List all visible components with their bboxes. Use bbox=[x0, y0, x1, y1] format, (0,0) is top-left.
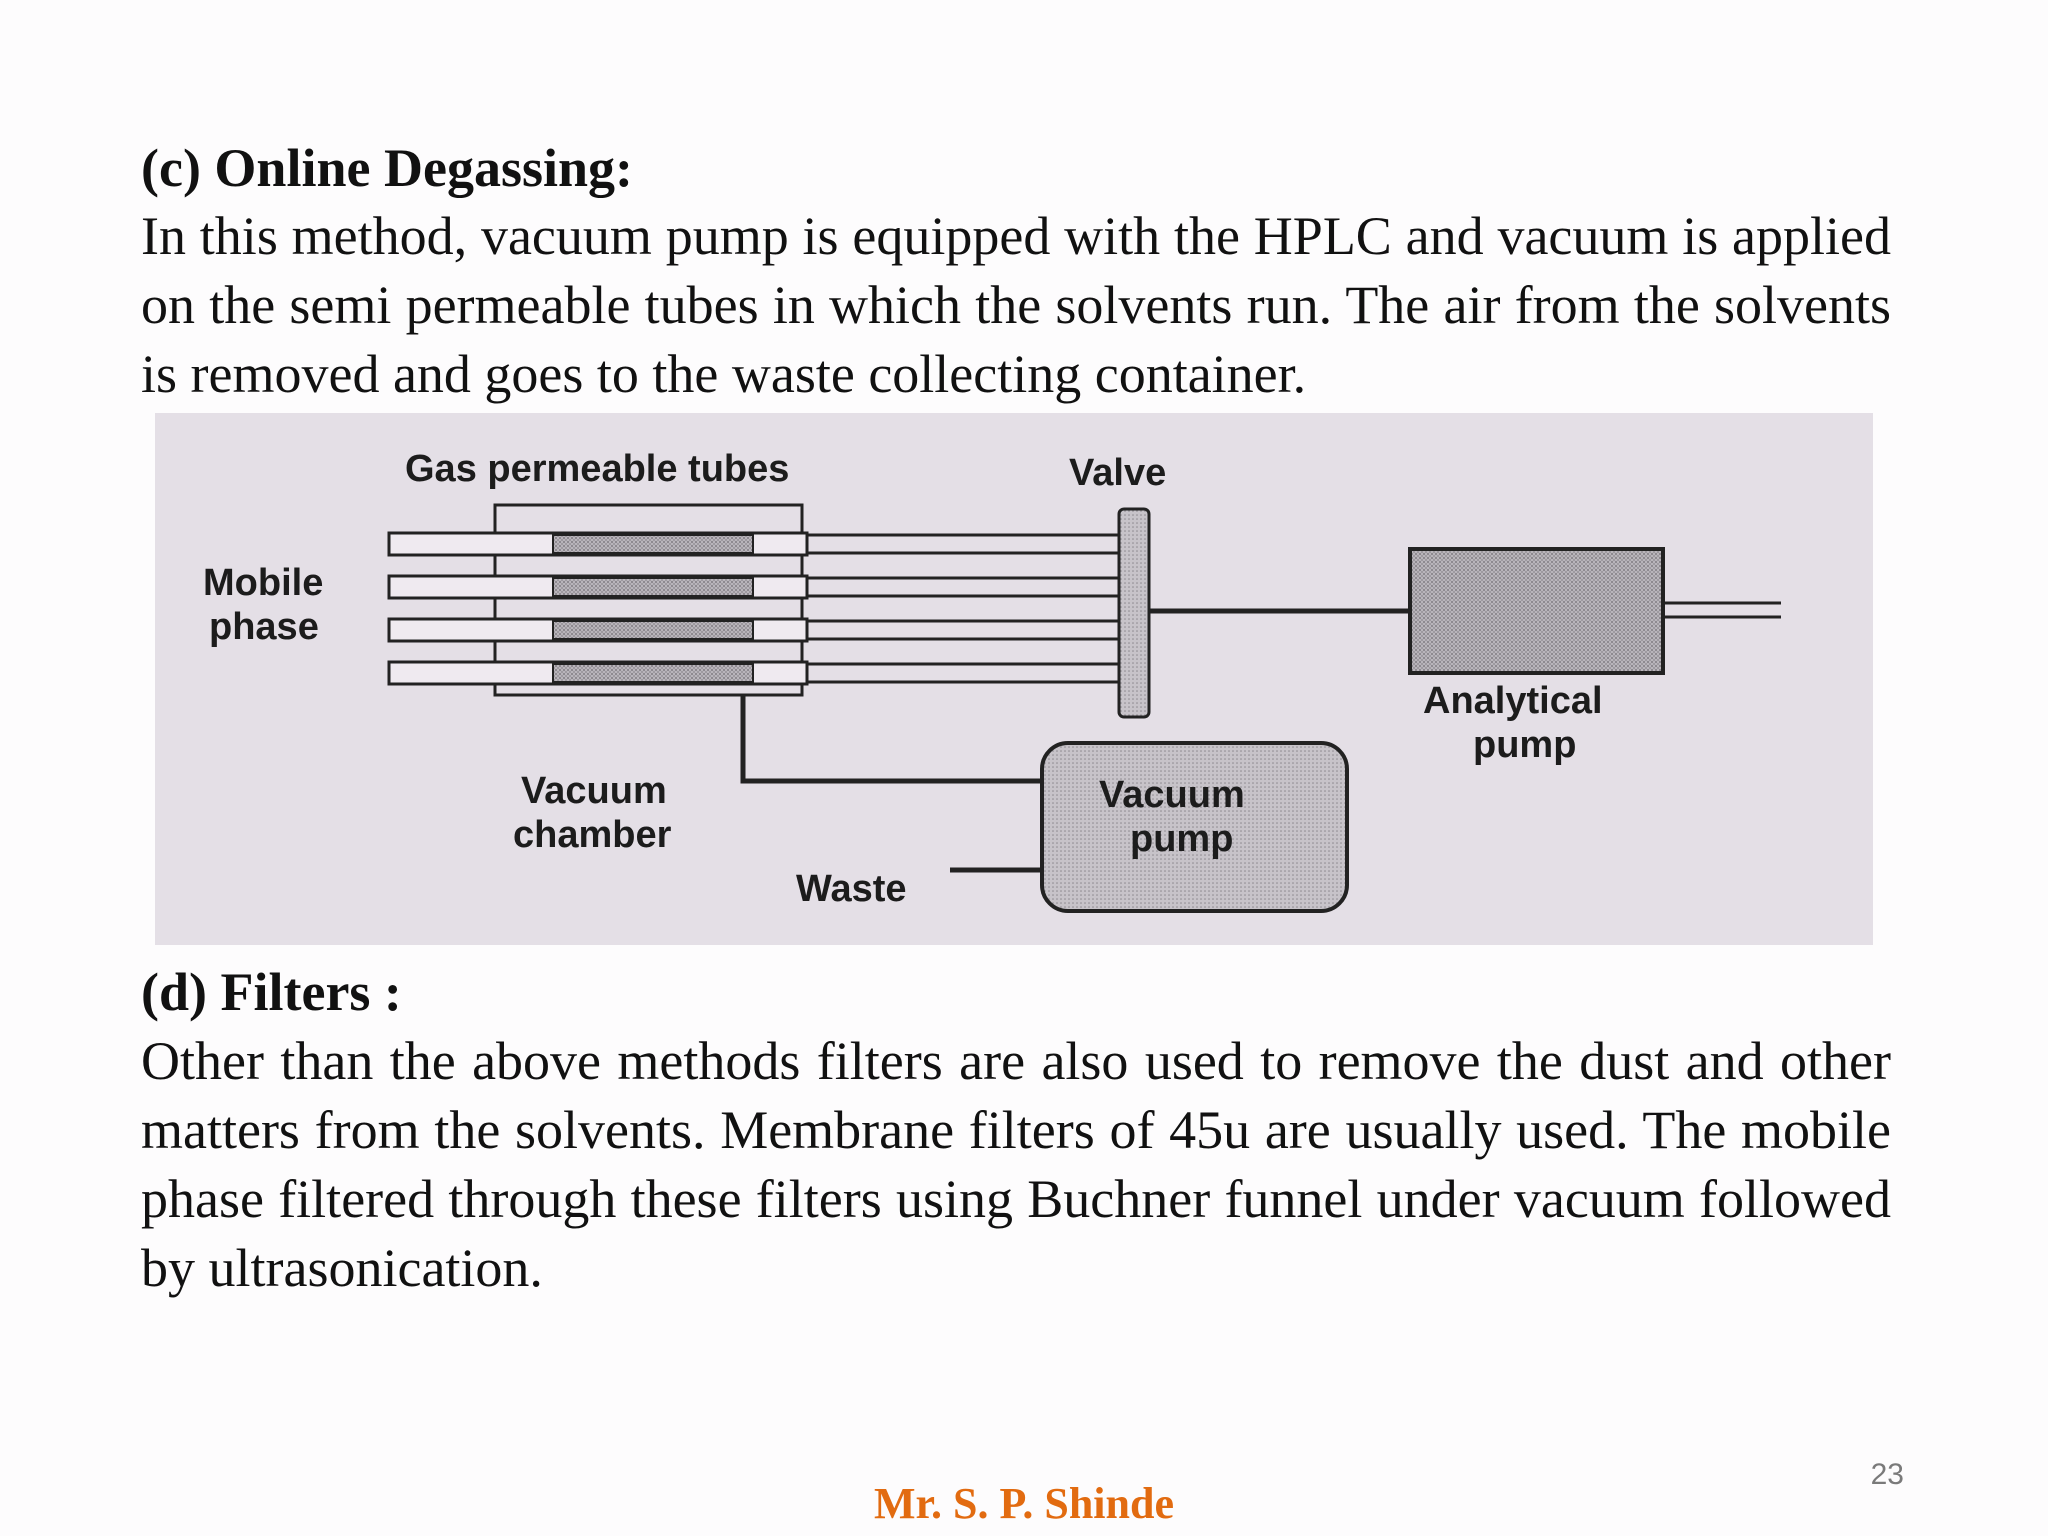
label-gas-permeable-tubes: Gas permeable tubes bbox=[405, 448, 789, 490]
solvent-lines bbox=[807, 533, 1123, 684]
section-body-filters: Other than the above methods filters are… bbox=[141, 1031, 1891, 1298]
label-analytical: Analytical bbox=[1423, 680, 1603, 722]
section-heading-online-degassing: (c) Online Degassing: bbox=[141, 138, 633, 198]
footer-author: Mr. S. P. Shinde bbox=[874, 1479, 1174, 1528]
online-degassing-diagram: Gas permeable tubes Valve Mobile phase A… bbox=[155, 413, 1873, 945]
label-vacuum-chamber-1: Vacuum bbox=[521, 770, 667, 812]
valve bbox=[1117, 507, 1151, 719]
label-waste: Waste bbox=[796, 868, 907, 910]
vacuum-chamber-box bbox=[493, 503, 804, 697]
page-number: 23 bbox=[1870, 1458, 1904, 1491]
analytical-pump bbox=[1408, 547, 1665, 675]
gas-permeable-tubes bbox=[387, 531, 809, 686]
vacuum-pump bbox=[1040, 741, 1349, 913]
label-mobile: Mobile bbox=[203, 562, 323, 604]
label-vacuum-pump-2: pump bbox=[1130, 818, 1233, 860]
section-body-online-degassing: In this method, vacuum pump is equipped … bbox=[141, 206, 1891, 404]
label-phase: phase bbox=[209, 606, 319, 648]
label-vacuum-chamber-2: chamber bbox=[513, 814, 672, 856]
label-vacuum-pump-1: Vacuum bbox=[1099, 774, 1245, 816]
label-analytical-pump: pump bbox=[1473, 724, 1576, 766]
label-valve: Valve bbox=[1069, 452, 1166, 494]
section-heading-filters: (d) Filters : bbox=[141, 962, 402, 1022]
